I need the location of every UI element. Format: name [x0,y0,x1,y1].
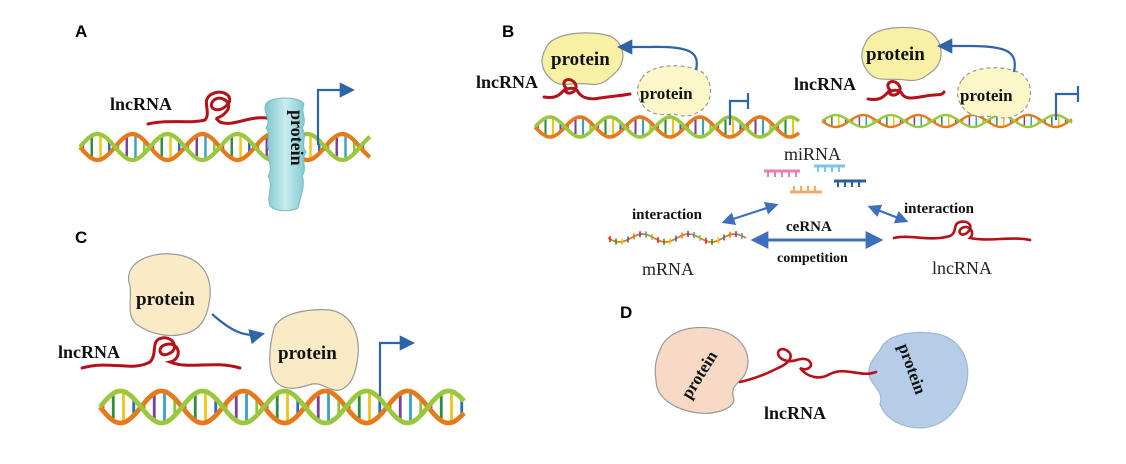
panel-a-letter: A [75,22,87,41]
interaction-left-label: interaction [632,207,703,223]
dna-backbone [821,113,1073,129]
dna-backbone [78,131,372,163]
panel-b-left-scene: protein protein lncRNA [476,32,801,139]
dna-helix [533,115,801,139]
cerna-network: interaction interaction ceRNA competitio… [607,201,1032,279]
dna-helix [821,113,1073,129]
protein-label: protein [640,84,693,103]
dna-backbone [533,115,801,139]
mirna-label: miRNA [784,144,841,164]
lncrna-label: lncRNA [58,342,120,362]
dna-backbone [98,388,466,426]
mirna-pink [764,169,800,177]
lncrna-label: lncRNA [110,94,172,114]
protein-top-label: protein [136,289,195,310]
panel-c-letter: C [75,228,87,247]
mirna-orange [790,186,822,194]
transcription-start-arrow [378,335,416,396]
protein-shape [264,97,307,212]
dna-backbone [607,233,747,243]
transcription-block [1054,86,1080,120]
panel-d-letter: D [620,303,632,322]
protein-label: protein [287,110,307,166]
protein-label: protein [960,86,1013,105]
protein-label: protein [866,44,925,65]
lncrna-strand [80,336,242,370]
cerna-label: ceRNA [786,219,832,235]
protein-shape [861,26,942,82]
transcription-block [728,93,750,125]
panel-b-right-scene: protein protein lncRNA [794,26,1080,129]
mirna-cluster: miRNA [764,144,866,194]
interaction-right-label: interaction [904,201,975,217]
lncrna-strand [738,347,878,384]
interaction-right-arrow [867,204,909,224]
protein-shape [269,309,359,391]
mirna-darkblue [834,179,866,187]
lncrna-bottom-label: lncRNA [932,258,992,278]
protein-shape [654,326,749,414]
lncrna-label: lncRNA [794,74,856,94]
protein-dashed-shape [956,67,1032,119]
dna-helix [98,388,466,426]
protein-dashed-shape [636,65,712,117]
release-arrow [936,38,1016,73]
dna-backbone [78,131,372,163]
panel-c: C protein protein lncRNA [58,228,466,426]
mirna-lightblue [814,164,845,172]
interaction-left-arrow [721,202,779,225]
competition-label: competition [777,251,848,266]
dna-backbone [821,113,1073,129]
protein-shape [541,32,624,86]
protein-shape [127,253,211,337]
mrna-strand [607,231,747,245]
lncrna-strand [542,78,632,101]
protein-bottom-label: protein [278,343,337,364]
lncrna-strand [892,220,1032,242]
mrna-label: mRNA [642,259,694,279]
transcription-start-arrow [316,82,356,145]
recruit-arrow [211,313,266,345]
panel-a: A lncRNA protein [75,22,372,212]
lncrna-strand [866,80,946,101]
protein-label: protein [551,49,610,70]
panel-d: D protein protein lncRNA [620,303,969,429]
dna-helix [78,131,372,163]
panel-b-letter: B [502,22,514,41]
dna-backbone [98,388,466,426]
panel-b: B protein protein lncRNA protein protein… [476,22,1080,279]
protein-shape [868,331,969,429]
release-arrow [616,39,698,71]
lncrna-strand [146,90,278,126]
dna-backbone [533,115,801,139]
lncrna-label: lncRNA [764,403,826,423]
lncrna-label: lncRNA [476,72,538,92]
